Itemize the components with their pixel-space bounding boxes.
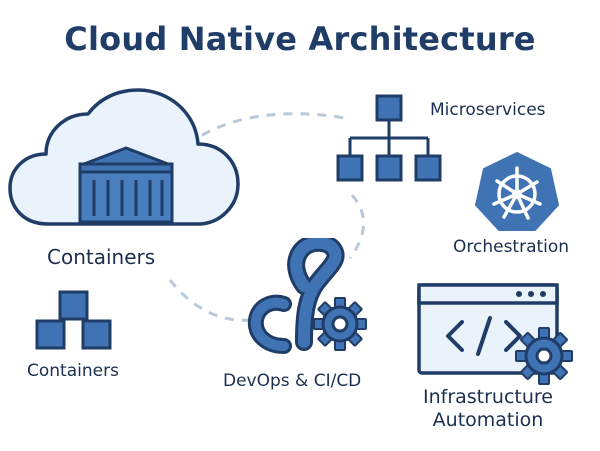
microservices-label: Microservices bbox=[430, 100, 546, 120]
hierarchy-icon bbox=[336, 94, 442, 182]
page-title: Cloud Native Architecture bbox=[64, 20, 536, 58]
server-container-icon bbox=[78, 146, 174, 224]
blocks-icon bbox=[35, 290, 112, 350]
infrastructure-label: Infrastructure Automation bbox=[408, 386, 568, 432]
containers-cloud-label: Containers bbox=[47, 245, 156, 269]
connector-top bbox=[187, 112, 346, 147]
orchestration-label: Orchestration bbox=[453, 237, 570, 257]
chain-hook-icon bbox=[247, 238, 345, 354]
devops-label: DevOps & CI/CD bbox=[223, 371, 362, 391]
gear-icon bbox=[515, 327, 573, 385]
containers-blocks-label: Containers bbox=[27, 361, 119, 381]
infrastructure-label-line1: Infrastructure bbox=[422, 386, 553, 408]
connector-right bbox=[348, 193, 366, 259]
kubernetes-helm-icon bbox=[475, 152, 559, 231]
gear-icon bbox=[313, 297, 367, 351]
connector-bottom bbox=[168, 279, 249, 322]
infrastructure-label-line2: Automation bbox=[432, 409, 544, 431]
